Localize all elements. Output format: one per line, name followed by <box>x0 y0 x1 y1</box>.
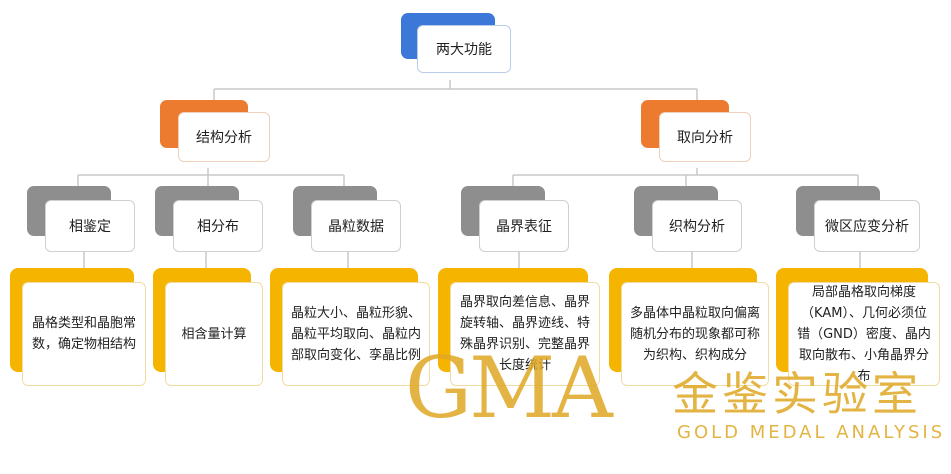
category-label: 晶粒数据 <box>311 200 401 252</box>
detail-text: 晶粒大小、晶粒形貌、晶粒平均取向、晶粒内部取向变化、孪晶比例 <box>282 282 430 386</box>
detail-node: 晶粒大小、晶粒形貌、晶粒平均取向、晶粒内部取向变化、孪晶比例 <box>270 268 432 388</box>
detail-text: 局部晶格取向梯度（KAM）、几何必须位错（GND）密度、晶内取向散布、小角晶界分… <box>788 282 940 386</box>
branch-label: 取向分析 <box>659 112 751 162</box>
detail-text: 相含量计算 <box>165 282 263 386</box>
detail-node: 局部晶格取向梯度（KAM）、几何必须位错（GND）密度、晶内取向散布、小角晶界分… <box>776 268 942 388</box>
category-label: 晶界表征 <box>479 200 569 252</box>
category-node: 微区应变分析 <box>796 186 920 252</box>
detail-node: 相含量计算 <box>153 268 265 388</box>
detail-text: 晶格类型和晶胞常数，确定物相结构 <box>22 282 146 386</box>
category-node: 晶界表征 <box>461 186 569 252</box>
branch-label: 结构分析 <box>178 112 270 162</box>
detail-node: 晶界取向差信息、晶界旋转轴、晶界迹线、特殊晶界识别、完整晶界长度统计 <box>438 268 602 388</box>
detail-node: 多晶体中晶粒取向偏离随机分布的现象都可称为织构、织构成分 <box>609 268 771 388</box>
category-node: 相鉴定 <box>27 186 135 252</box>
watermark-name-cn: 金鉴实验室 <box>672 367 922 421</box>
watermark-logo: GMA <box>405 339 613 437</box>
branch-node-orientation: 取向分析 <box>641 100 751 162</box>
watermark-name-en: GOLD MEDAL ANALYSIS <box>677 422 946 443</box>
category-label: 微区应变分析 <box>814 200 920 252</box>
category-node: 相分布 <box>155 186 263 252</box>
branch-node-structure: 结构分析 <box>160 100 270 162</box>
category-label: 织构分析 <box>652 200 742 252</box>
root-node: 两大功能 <box>401 13 511 73</box>
category-label: 相鉴定 <box>45 200 135 252</box>
detail-text: 多晶体中晶粒取向偏离随机分布的现象都可称为织构、织构成分 <box>621 282 769 386</box>
category-node: 晶粒数据 <box>293 186 401 252</box>
category-node: 织构分析 <box>634 186 742 252</box>
detail-node: 晶格类型和晶胞常数，确定物相结构 <box>10 268 148 388</box>
detail-text: 晶界取向差信息、晶界旋转轴、晶界迹线、特殊晶界识别、完整晶界长度统计 <box>450 282 600 386</box>
root-label: 两大功能 <box>417 25 511 73</box>
category-label: 相分布 <box>173 200 263 252</box>
